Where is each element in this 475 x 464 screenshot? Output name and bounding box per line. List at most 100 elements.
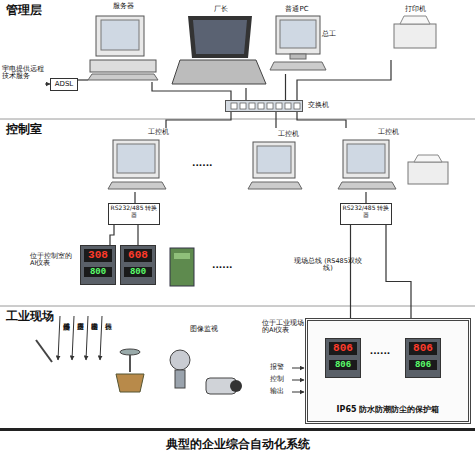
node-label: 交换机 <box>308 101 340 109</box>
node-label: 服务器 <box>88 2 158 10</box>
monitor-icon <box>276 16 320 54</box>
network-wire <box>137 225 138 245</box>
switch-port <box>267 103 273 109</box>
switch-port <box>258 103 264 109</box>
switch-port <box>231 103 237 109</box>
screen-icon <box>347 144 385 173</box>
signal-line <box>72 316 74 360</box>
monitor-icon <box>96 16 144 56</box>
section-heading: 管理层 <box>6 4 66 18</box>
module-panel <box>174 253 190 259</box>
switch-body <box>225 100 303 112</box>
node-label: RS232/485 转换器 <box>109 205 159 219</box>
converter-box: RS232/485 转换器 <box>108 203 160 225</box>
ipc-node: 工控机 <box>340 128 400 192</box>
cpu-icon <box>90 60 156 72</box>
stand-icon <box>290 54 306 59</box>
printer-tray <box>414 155 442 162</box>
printer-icon <box>408 162 448 184</box>
section-line <box>0 119 475 120</box>
annotation: 压力变送器 <box>76 318 83 378</box>
display-readout: 806 <box>329 360 357 370</box>
keyboard-icon <box>338 182 396 189</box>
valve-body <box>116 374 144 392</box>
network-wire <box>365 192 366 203</box>
laptop-node: 厂长 <box>175 2 267 88</box>
annotation: ...... <box>362 346 398 356</box>
protection-box: IP65 防水防潮防尘的保护箱806806806806 <box>305 318 471 424</box>
server-node: 服务器 <box>88 2 158 82</box>
node-label: IP65 防水防潮防尘的保护箱 <box>308 405 468 414</box>
annotation: 宇电提供远程技术服务 <box>2 66 46 81</box>
annotation: 控制 <box>270 376 292 383</box>
network-wire <box>275 112 276 128</box>
ai-instrument: 308 800 <box>80 245 116 285</box>
display-readout: 800 <box>84 267 112 277</box>
network-wire <box>152 82 231 100</box>
screen-icon <box>257 146 291 173</box>
network-wire <box>134 192 135 203</box>
valve-handwheel <box>120 349 140 355</box>
section-heading: 控制室 <box>6 123 66 137</box>
signal-line <box>86 316 88 360</box>
switch-port <box>240 103 246 109</box>
switch-box: 交换机 <box>225 100 303 112</box>
node-label: 厂长 <box>175 5 267 13</box>
signal-line <box>100 316 102 360</box>
transmitter-head <box>170 350 190 370</box>
signal-line <box>58 316 60 360</box>
annotation: 输出 <box>270 388 292 395</box>
caption: 典型的企业综合自动化系统 <box>0 438 475 452</box>
display-readout: 806 <box>409 360 437 370</box>
transmitter-body <box>175 370 185 388</box>
node-label: 工控机 <box>148 128 174 136</box>
annotation: 位于工业现场的AI仪表 <box>262 320 304 335</box>
annotation: 图像监视 <box>190 326 230 333</box>
io-module <box>170 248 194 286</box>
network-wire <box>78 79 88 80</box>
monitor-icon <box>113 140 159 178</box>
node-label: 打印机 <box>385 5 445 13</box>
monitor-icon <box>343 140 389 178</box>
keyboard-icon <box>270 62 326 70</box>
annotation: 变送器输出 <box>90 318 97 378</box>
keyboard-icon <box>88 74 158 80</box>
annotation: ...... <box>212 260 256 270</box>
node-label: ADSL <box>51 80 77 88</box>
annotation: 位于控制室的AI仪表 <box>30 253 78 268</box>
keyboard-icon <box>248 182 302 189</box>
annotation: ...... <box>192 158 236 168</box>
ai-instrument: 608800 <box>120 245 156 285</box>
network-wire <box>245 88 246 100</box>
switch-port <box>285 103 291 109</box>
network-wire <box>110 225 114 245</box>
switch-port <box>294 103 300 109</box>
switch-port <box>249 103 255 109</box>
section-line <box>0 306 475 307</box>
network-wire <box>285 74 286 100</box>
ipc-node: 工控机 <box>110 128 172 192</box>
ai-instrument: 806806 <box>325 338 361 378</box>
signal-line <box>292 368 304 369</box>
thermocouple-probe <box>36 340 52 362</box>
node-label: 工控机 <box>278 130 304 138</box>
pc-node: 普通PC <box>268 2 326 74</box>
annotation: 总工 <box>322 30 344 38</box>
switch-port <box>276 103 282 109</box>
printer-tray <box>400 16 430 24</box>
modem-box: ADSL <box>50 78 78 91</box>
node-label: 普通PC <box>268 5 326 13</box>
node-label: 工控机 <box>378 128 404 136</box>
node-label: RS232/485 转换器 <box>341 205 391 219</box>
network-wire <box>166 112 231 128</box>
annotation: 温度传感器 <box>62 318 69 378</box>
camera-lens <box>230 380 242 392</box>
ai-instrument: 806 806 <box>405 338 441 378</box>
screen-icon <box>280 20 316 48</box>
display-readout: 308 <box>84 249 112 262</box>
display-readout: 806 <box>409 342 437 355</box>
monitor-icon <box>253 142 295 178</box>
annotation: 执行器 <box>104 318 111 378</box>
